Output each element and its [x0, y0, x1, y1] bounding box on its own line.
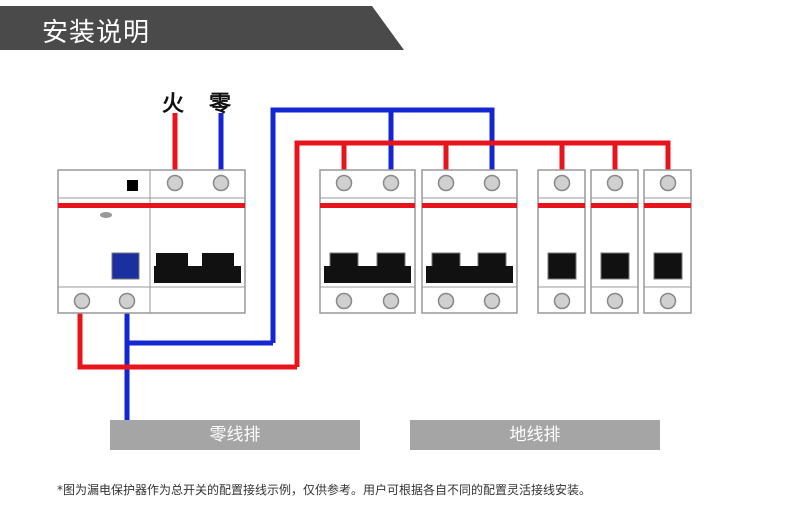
terminal-icon	[606, 292, 624, 310]
switch-bar	[426, 266, 513, 283]
terminal-icon	[659, 174, 677, 192]
section-header: 安装说明	[0, 6, 404, 50]
indicator-icon	[127, 180, 138, 191]
test-button-icon	[100, 212, 112, 218]
switch-toggle	[547, 252, 577, 280]
brand-stripe	[538, 203, 585, 208]
terminal-icon	[483, 174, 501, 192]
rcd-main-switch	[57, 169, 246, 314]
circuit-breaker	[537, 169, 586, 314]
brand-stripe	[591, 203, 638, 208]
terminal-icon	[437, 292, 455, 310]
terminal-icon	[335, 292, 353, 310]
circuit-breaker	[319, 169, 416, 314]
switch-toggle	[653, 252, 683, 280]
terminal-icon	[553, 292, 571, 310]
ground-busbar: 地线排	[410, 420, 660, 450]
brand-stripe	[58, 203, 245, 208]
rcd-toggle	[111, 252, 140, 280]
neutral-wire	[124, 107, 495, 435]
footnote: *图为漏电保护器作为总开关的配置接线示例，仅供参考。用户可根据各自不同的配置灵活…	[57, 483, 592, 497]
brand-stripe	[422, 203, 517, 208]
terminal-icon	[212, 174, 230, 192]
switch-toggle	[600, 252, 630, 280]
terminal-icon	[659, 292, 677, 310]
circuit-breaker	[643, 169, 692, 314]
terminal-icon	[382, 292, 400, 310]
terminal-icon	[483, 292, 501, 310]
terminal-icon	[166, 174, 184, 192]
terminal-icon	[437, 174, 455, 192]
terminal-icon	[118, 292, 136, 310]
brand-stripe	[644, 203, 691, 208]
switch-bar	[324, 266, 411, 283]
terminal-icon	[73, 292, 91, 310]
switch-bar	[154, 266, 241, 283]
section-title: 安装说明	[42, 18, 151, 48]
terminal-icon	[382, 174, 400, 192]
terminal-icon	[553, 174, 571, 192]
terminal-icon	[606, 174, 624, 192]
neutral-label: 零	[209, 92, 232, 117]
brand-stripe	[320, 203, 415, 208]
live-wire	[77, 113, 671, 370]
circuit-breaker	[590, 169, 639, 314]
neutral-busbar: 零线排	[110, 420, 360, 450]
terminal-icon	[335, 174, 353, 192]
live-label: 火	[162, 92, 185, 117]
circuit-breaker	[421, 169, 518, 314]
